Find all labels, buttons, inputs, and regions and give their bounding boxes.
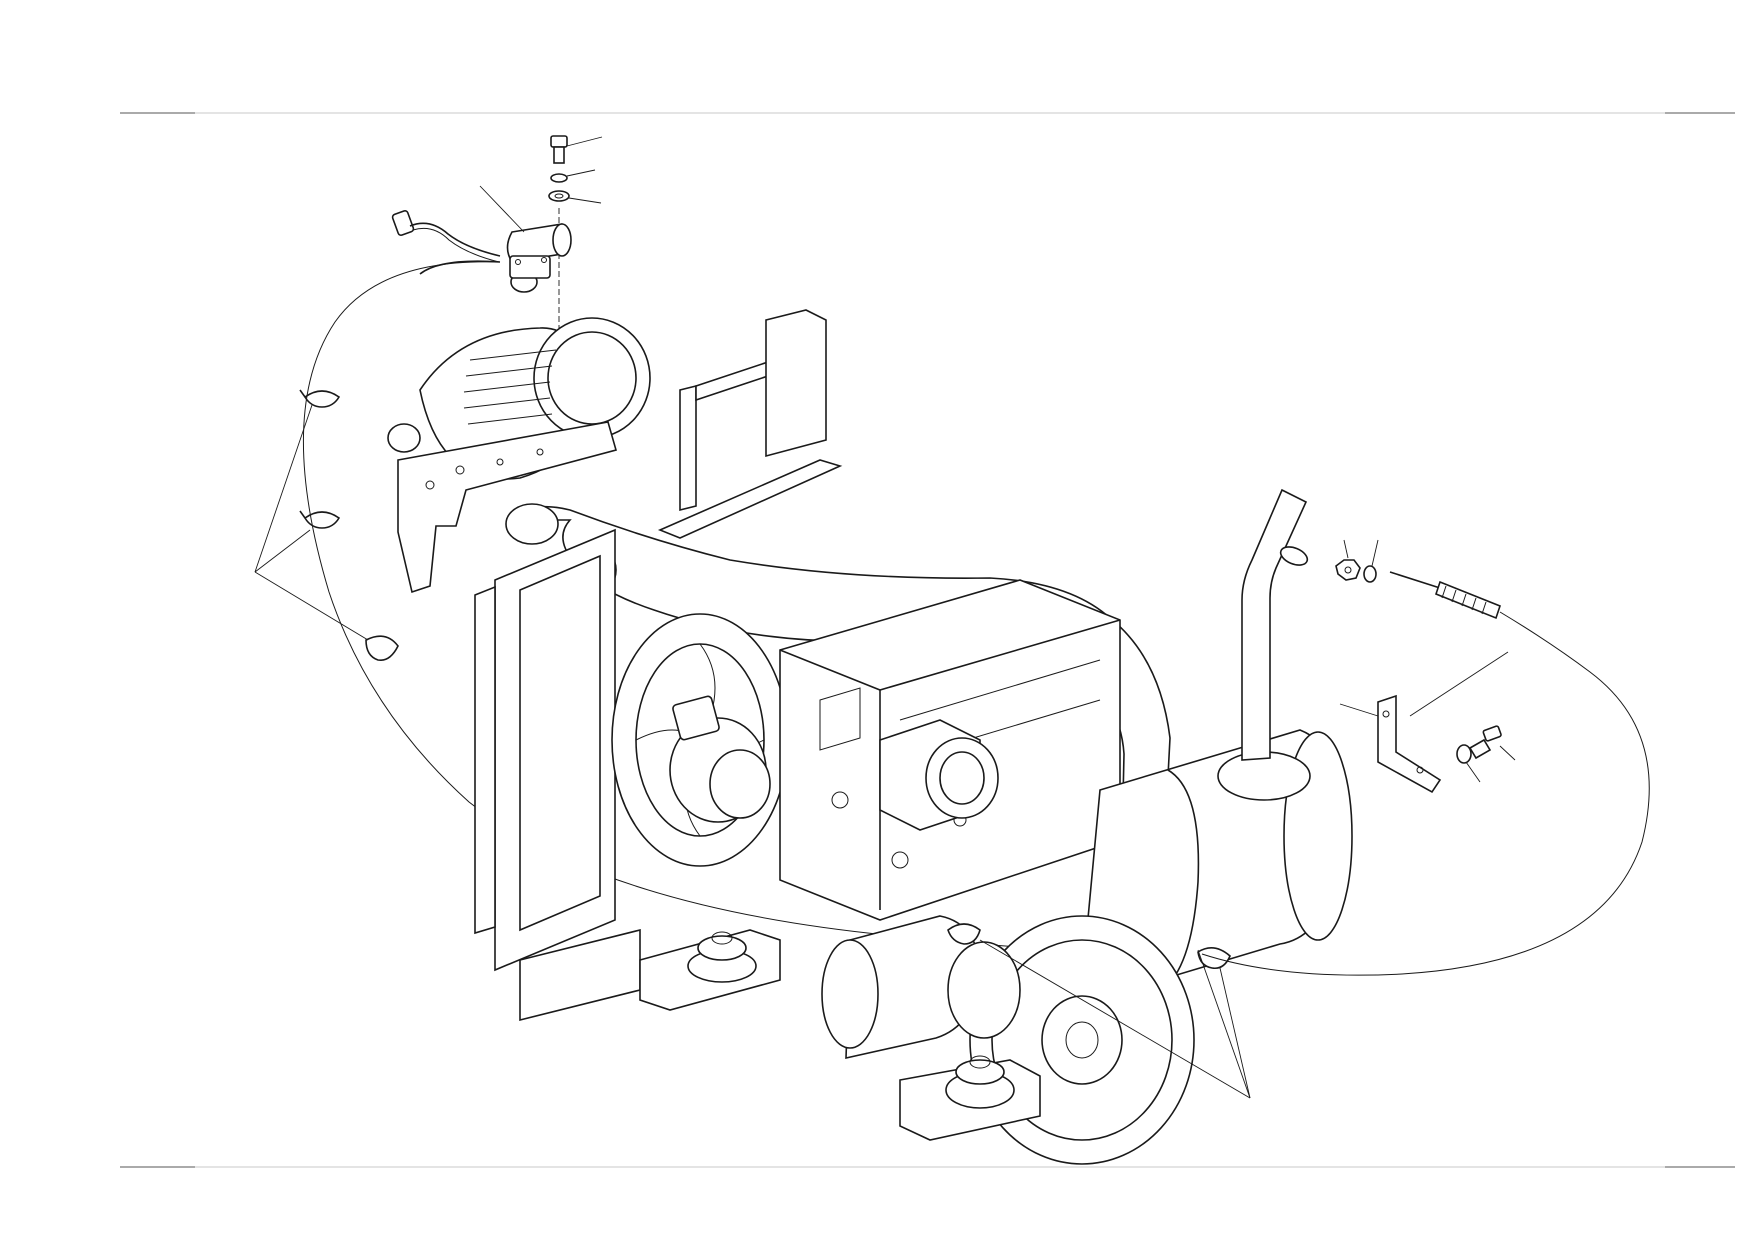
cable-spring <box>1441 585 1487 615</box>
bracket-washer <box>1456 744 1481 783</box>
sheet-rules <box>120 112 1735 1168</box>
bolt-top <box>550 135 603 164</box>
washer <box>1363 539 1379 583</box>
air-cleaner-bracket <box>397 421 617 594</box>
tail-pipe <box>1241 488 1309 761</box>
throttle-cable <box>1201 571 1650 976</box>
starter-motor <box>821 915 1021 1060</box>
electric-fuel-pump <box>479 185 572 293</box>
nut <box>1335 539 1361 581</box>
cable-clamp-leaders <box>979 939 1251 1099</box>
lift-frame <box>657 309 843 539</box>
clamp-leaders <box>254 404 369 641</box>
bracket-bolt <box>1468 725 1516 761</box>
hose-clamp-3 <box>365 635 399 662</box>
flat-washer-top <box>548 190 602 204</box>
hose-clamp-2 <box>299 510 341 529</box>
alternator <box>669 695 771 823</box>
cable-bracket <box>1339 651 1509 794</box>
air-cleaner-ribs <box>463 349 557 425</box>
spring-washer-top <box>550 169 596 183</box>
muffler <box>1079 729 1353 1006</box>
injection-pump <box>879 719 999 831</box>
cable-clamp-1 <box>947 923 981 945</box>
radiator <box>474 528 641 1022</box>
engine-mount-front <box>639 929 781 1011</box>
hose-clamp-1 <box>299 389 341 408</box>
engine-mount-rear <box>899 1055 1041 1141</box>
